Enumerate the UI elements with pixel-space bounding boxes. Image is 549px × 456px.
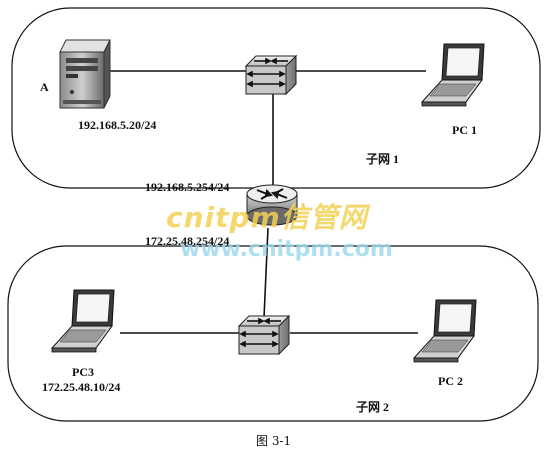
server-icon [59,39,111,109]
watermark-primary: cnitpm信管网 [166,201,368,234]
pc3-ip: 172.25.48.10/24 [42,380,121,394]
pc2-label: PC 2 [438,374,463,388]
server-label: A [40,80,49,94]
laptop-icon [50,289,115,353]
router-ip-top: 192.168.5.254/24 [145,180,230,194]
pc1-label: PC 1 [452,123,477,137]
router-icon [246,184,298,226]
links [108,70,426,334]
pc3-label: PC3 [72,365,94,379]
router-ip-bottom: 172.25.48.254/24 [145,234,230,248]
watermark-secondary: www.cnitpm.com [180,237,393,262]
switch-icon [237,314,291,356]
subnet1-label: 子网 1 [366,152,400,166]
subnet2-boundary [7,245,539,422]
laptop-icon [412,299,477,363]
switch-icon [244,54,298,96]
subnet2-label: 子网 2 [356,400,390,414]
server-ip: 192.168.5.20/24 [78,118,157,132]
figure-caption: 图 3-1 [256,434,292,448]
link-router-switch2 [263,227,269,319]
laptop-icon [420,43,485,107]
